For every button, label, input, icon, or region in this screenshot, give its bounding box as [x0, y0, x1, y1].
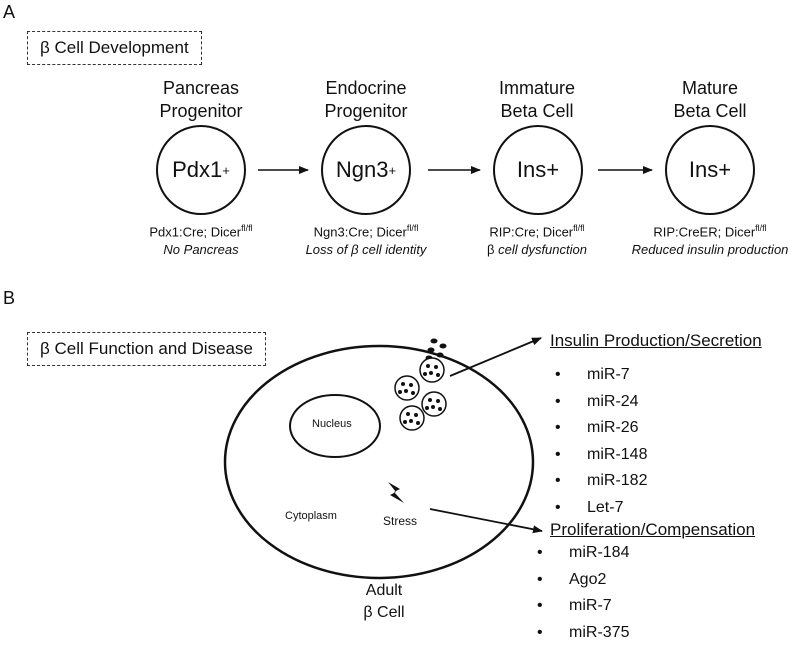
bullet: • — [555, 495, 587, 522]
bullet: • — [537, 593, 569, 620]
mirna-name: miR-24 — [587, 393, 639, 410]
mirna-name: miR-148 — [587, 446, 647, 463]
mirna-name: miR-375 — [569, 624, 629, 641]
mirna-name: miR-26 — [587, 419, 639, 436]
arrow-to-proliferation — [430, 509, 542, 531]
stage-title-line1: Endocrine — [286, 77, 446, 100]
cell-marker: Ngn3 — [336, 157, 389, 183]
stress-label: Stress — [383, 514, 417, 528]
genotype-sup: fl/fl — [407, 223, 419, 233]
function-box-title: β Cell Function and Disease — [27, 332, 266, 366]
stage-title-line1: Immature — [457, 77, 617, 100]
list-item: •miR-148 — [555, 442, 647, 469]
nucleus-label: Nucleus — [312, 418, 352, 430]
stage-title-line2: Progenitor — [286, 100, 446, 123]
genotype-text: RIP:Cre; Dicer — [489, 224, 573, 239]
caption-effect: Reduced insulin production — [600, 241, 800, 259]
pdx1-cell: Pdx1+ — [156, 125, 246, 215]
stage-title-line2: Progenitor — [121, 100, 281, 123]
list-item: •miR-7 — [537, 593, 629, 620]
list-item: •miR-7 — [555, 362, 647, 389]
mirna-name: miR-7 — [587, 366, 630, 383]
list-item: •Ago2 — [537, 567, 629, 594]
stage-title-mature-beta-cell: Mature Beta Cell — [630, 77, 790, 123]
bullet: • — [555, 362, 587, 389]
genotype-text: Ngn3:Cre; Dicer — [314, 224, 407, 239]
mirna-name: miR-7 — [569, 597, 612, 614]
mirna-name: Ago2 — [569, 571, 606, 588]
stage-title-line1: Mature — [630, 77, 790, 100]
bullet: • — [537, 620, 569, 646]
mirna-name: Let-7 — [587, 499, 623, 516]
panel-b-letter: B — [3, 288, 15, 309]
cell-label-line1: Adult — [324, 580, 444, 602]
list-item: •Let-7 — [555, 495, 647, 522]
arrow-to-insulin-secretion — [450, 338, 541, 376]
genotype-sup: fl/fl — [755, 223, 767, 233]
mirna-name: miR-182 — [587, 472, 647, 489]
bullet: • — [555, 415, 587, 442]
insulin-vesicle — [400, 406, 424, 430]
stage-title-endocrine-progenitor: Endocrine Progenitor — [286, 77, 446, 123]
insulin-vesicle — [420, 358, 444, 382]
proliferation-heading: Proliferation/Compensation — [550, 520, 755, 540]
insulin-mirna-list: •miR-7 •miR-24 •miR-26 •miR-148 •miR-182… — [555, 362, 647, 521]
list-item: •miR-26 — [555, 415, 647, 442]
cell-marker: Ins+ — [517, 157, 559, 183]
panel-a-letter: A — [3, 2, 15, 23]
caption-mature: RIP:CreER; Dicerfl/fl Reduced insulin pr… — [600, 219, 800, 259]
genotype-sup: fl/fl — [573, 223, 585, 233]
bullet: • — [537, 540, 569, 567]
immature-ins-cell: Ins+ — [493, 125, 583, 215]
adult-beta-cell-label: Adult β Cell — [324, 580, 444, 624]
mature-ins-cell: Ins+ — [665, 125, 755, 215]
list-item: •miR-184 — [537, 540, 629, 567]
stage-title-immature-beta-cell: Immature Beta Cell — [457, 77, 617, 123]
insulin-vesicle — [422, 392, 446, 416]
cell-marker-sup: + — [222, 163, 230, 178]
lightning-bolt-icon — [388, 482, 404, 503]
bullet: • — [555, 442, 587, 469]
stage-title-line1: Pancreas — [121, 77, 281, 100]
mirna-name: miR-184 — [569, 544, 629, 561]
genotype-sup: fl/fl — [241, 223, 253, 233]
cell-label-line2: β Cell — [324, 602, 444, 624]
insulin-secretion-heading: Insulin Production/Secretion — [550, 331, 762, 351]
bullet: • — [555, 468, 587, 495]
genotype-text: RIP:CreER; Dicer — [653, 224, 755, 239]
stage-title-pancreas-progenitor: Pancreas Progenitor — [121, 77, 281, 123]
bullet: • — [555, 389, 587, 416]
list-item: •miR-375 — [537, 620, 629, 646]
cell-marker: Ins+ — [689, 157, 731, 183]
development-box-title: β Cell Development — [27, 31, 202, 65]
proliferation-mirna-list: •miR-184 •Ago2 •miR-7 •miR-375 — [537, 540, 629, 646]
caption-effect-prefix: β — [487, 242, 498, 257]
genotype-text: Pdx1:Cre; Dicer — [149, 224, 241, 239]
cell-marker: Pdx1 — [172, 157, 222, 183]
caption-genotype: RIP:CreER; Dicerfl/fl — [600, 219, 800, 241]
list-item: •miR-24 — [555, 389, 647, 416]
cell-marker-sup: + — [389, 163, 397, 178]
adult-beta-cell — [225, 346, 533, 578]
cytoplasm-label: Cytoplasm — [285, 510, 337, 522]
stage-title-line2: Beta Cell — [457, 100, 617, 123]
ngn3-cell: Ngn3+ — [321, 125, 411, 215]
stage-title-line2: Beta Cell — [630, 100, 790, 123]
bullet: • — [537, 567, 569, 594]
caption-effect-text: cell dysfunction — [498, 242, 587, 257]
insulin-vesicle — [395, 376, 419, 400]
list-item: •miR-182 — [555, 468, 647, 495]
